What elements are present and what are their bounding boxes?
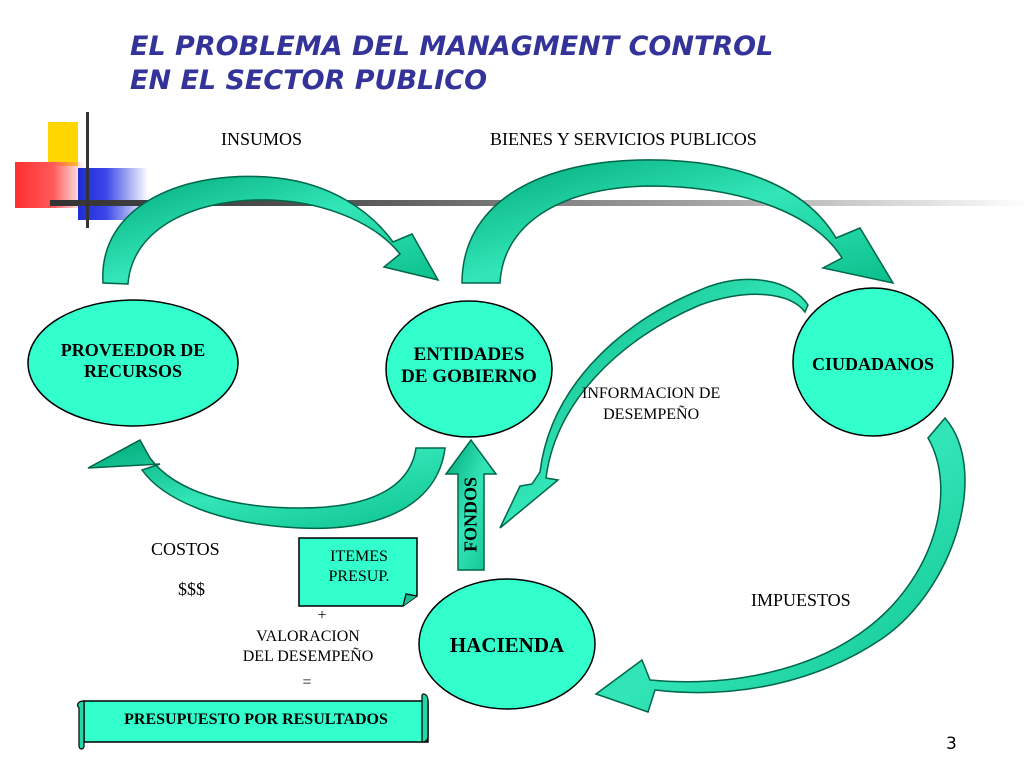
proveedor-label: PROVEEDOR DE RECURSOS [28,338,238,384]
items-presup-line1: ITEMES [330,548,388,565]
bienes-arrow [461,159,895,285]
impuestos-label: IMPUESTOS [751,590,851,610]
costos-value: $$$ [178,579,205,599]
hacienda-node [418,578,596,710]
entidades-node [385,300,553,438]
valoracion-label: VALORACION DEL DESEMPEÑO [218,627,398,667]
entidades-label-line2: DE GOBIERNO [401,366,537,387]
resultado-scroll-right-curl [421,693,429,743]
equation-plus: + [317,607,327,624]
valoracion-line2: DEL DESEMPEÑO [242,648,374,665]
informacion-arrow [499,278,809,529]
items-presup-note-fold [402,593,418,607]
page-number: 3 [946,734,957,754]
costos-label: COSTOS [151,539,220,559]
equation-equals: = [302,674,312,691]
ciudadanos-node [792,287,954,437]
ciudadanos-label: CIUDADANOS [811,353,934,374]
proveedor-label-line2: RECURSOS [83,361,183,381]
slide-title: EL PROBLEMA DEL MANAGMENT CONTROL EN EL … [130,30,773,98]
impuestos-arrow [594,416,966,713]
items-presup-label: ITEMES PRESUP. [303,547,415,587]
fondos-arrow [444,438,498,571]
slide-title-line2: EN EL SECTOR PUBLICO [130,65,488,96]
fondos-label: FONDOS [460,477,481,553]
items-presup-line2: PRESUP. [328,568,390,585]
presupuesto-resultados-label: PRESUPUESTO POR RESULTADOS [124,711,388,728]
informacion-label-line2: DESEMPEÑO [603,406,700,423]
bienes-servicios-label: BIENES Y SERVICIOS PUBLICOS [490,129,757,149]
proveedor-label-line1: PROVEEDOR DE [60,340,206,360]
insumos-label: INSUMOS [221,129,303,149]
informacion-label: INFORMACION DE DESEMPEÑO [582,383,720,425]
hacienda-label: HACIENDA [449,632,565,657]
costos-arrow [87,438,446,530]
decor-vertical-rule [86,112,89,228]
insumos-arrow [102,175,440,285]
entidades-label-line1: ENTIDADES [413,344,525,365]
entidades-label: ENTIDADES DE GOBIERNO [386,342,552,390]
decor-yellow-square [48,122,78,166]
informacion-label-line1: INFORMACION DE [582,385,721,402]
proveedor-node [27,299,239,427]
resultado-scroll-left-curl [77,700,85,750]
valoracion-line1: VALORACION [256,628,360,645]
slide-title-line1: EL PROBLEMA DEL MANAGMENT CONTROL [130,31,774,62]
